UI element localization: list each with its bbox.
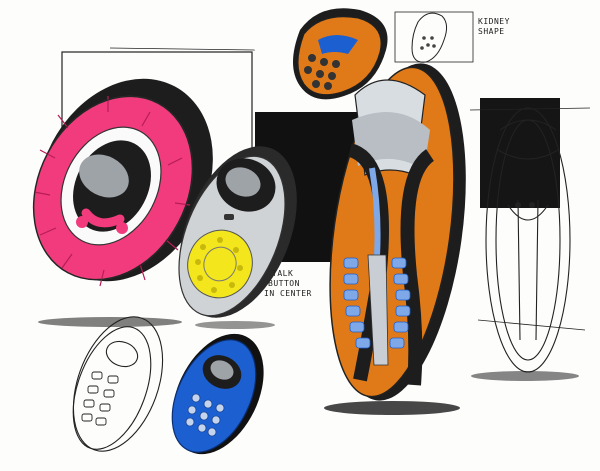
blue-phone-sketch — [171, 333, 264, 455]
annotation-talk-line2: BUTTON — [268, 279, 300, 288]
wireframe-phone-sketch — [469, 107, 591, 373]
annotation-talk-line3: IN CENTER — [264, 289, 312, 298]
talk-button-annotation: TALK BUTTON IN CENTER — [264, 269, 312, 298]
shadow-silver-phone — [195, 321, 275, 329]
shadow-pink-phone — [38, 317, 182, 327]
annotation-kidney-line1: KIDNEY — [478, 17, 510, 26]
shadow-wireframe-phone — [471, 371, 579, 381]
pink-phone-sketch — [32, 78, 213, 287]
construction-line — [109, 47, 256, 51]
silver-phone-sketch — [178, 146, 297, 318]
outline-phone-sketch — [72, 316, 164, 452]
kidney-phone-sketch — [293, 8, 388, 100]
background-black-block-right — [480, 98, 560, 208]
kidney-shape-annotation: KIDNEY SHAPE — [478, 17, 510, 36]
orange-phone-sketch — [329, 63, 466, 401]
annotation-talk-line1: TALK — [272, 269, 293, 278]
shadow-orange-phone — [324, 401, 460, 415]
annotation-kidney-line2: SHAPE — [478, 27, 505, 36]
kidney-outline-sketch — [394, 11, 474, 63]
